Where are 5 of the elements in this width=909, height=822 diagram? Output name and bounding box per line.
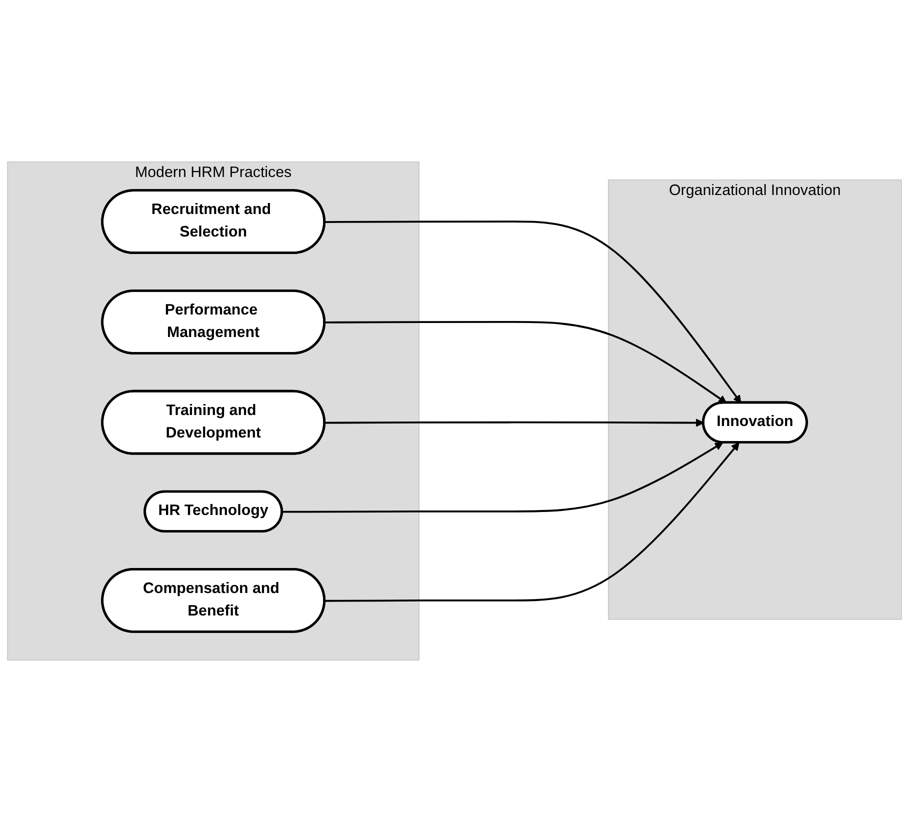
arrow xyxy=(324,220,742,404)
arrow xyxy=(324,442,740,602)
arrow xyxy=(324,418,704,427)
arrow xyxy=(324,321,727,404)
arrow xyxy=(282,442,724,513)
